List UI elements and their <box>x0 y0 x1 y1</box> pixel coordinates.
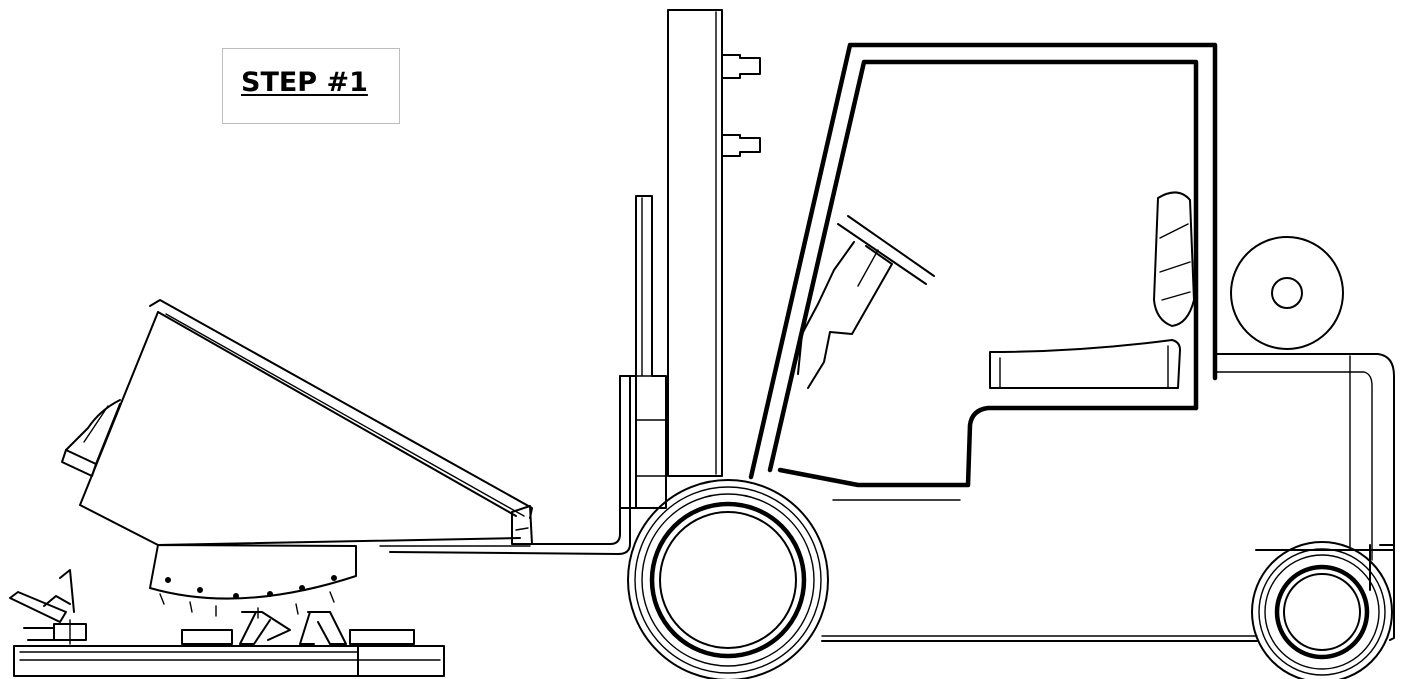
front-wheel <box>627 479 829 679</box>
forks <box>379 375 631 555</box>
rocker-cradle <box>149 544 357 619</box>
stand-base <box>9 569 445 677</box>
operator-cab <box>748 42 1218 488</box>
spare-tire <box>1230 236 1344 350</box>
rear-wheel <box>1251 541 1395 679</box>
dump-hopper <box>61 299 533 546</box>
step-label-box: STEP #1 <box>222 48 400 124</box>
forklift <box>379 9 1395 679</box>
forklift-body <box>821 353 1395 642</box>
dump-bin-assembly <box>9 299 533 677</box>
forklift-mast <box>619 9 761 509</box>
step-label: STEP #1 <box>241 67 368 98</box>
